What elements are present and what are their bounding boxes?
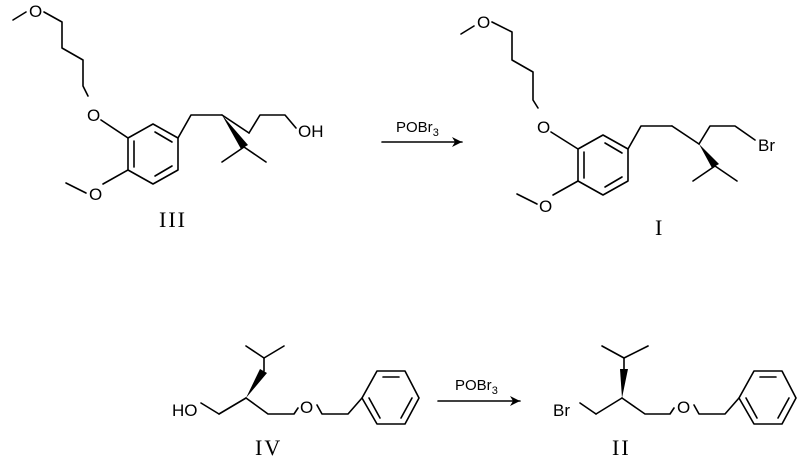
bond [65,182,87,194]
bond [361,370,420,425]
wedge-bond [620,369,628,398]
compound-II-structure [579,345,797,425]
reaction-arrow [381,137,463,147]
bond [491,21,539,109]
compound-label: I [655,215,664,240]
bond [218,397,247,415]
bond [43,11,89,97]
bond [698,125,756,145]
bond [623,345,649,359]
bond [243,146,267,163]
bond [777,397,790,419]
compound-label: III [159,207,187,232]
bond [154,165,173,177]
atom-oxygen: O [300,398,313,417]
bond [552,180,579,196]
bond [368,397,381,419]
compound-III-structure [12,11,297,194]
bond [200,402,220,415]
bond [154,131,173,143]
bond [601,345,625,359]
atom-bromine: Br [553,401,570,420]
bond [745,397,758,419]
bond [516,193,538,205]
atom-oxygen: O [677,398,690,417]
atom-oxygen: O [87,106,100,125]
bond [316,397,363,415]
compound-label: II [612,435,631,460]
bond [245,397,299,415]
bond [221,114,250,134]
compound-IV-structure [200,345,420,425]
bond [621,397,675,415]
bond [604,142,623,154]
bond [714,165,738,182]
atom-oxygen: O [89,185,102,204]
atom-hydroxyl: OH [298,122,324,141]
bond [692,165,716,182]
compound-I-structure [460,21,756,205]
bond [12,11,27,21]
bond [460,25,475,35]
compound-label: IV [255,435,282,460]
bond [579,402,597,415]
bond [671,125,700,145]
reaction-arrow [437,396,521,406]
reagent-label: POBr3 [455,377,498,397]
wedge-bond [699,144,719,168]
bond [248,114,297,134]
bond [550,131,579,150]
wedge-bond [246,369,267,398]
bond [127,123,179,185]
bond [245,345,265,359]
bond [100,119,129,139]
bond [604,176,623,188]
atom-bromine: Br [758,136,775,155]
atom-oxygen: O [539,197,552,216]
bond [177,114,223,139]
bond [221,146,245,163]
bond [102,169,129,185]
atom-oxygen: O [477,13,490,32]
atom-hydroxyl: HO [172,401,198,420]
bond [595,397,623,415]
wedge-bond [222,115,248,149]
atom-oxygen: O [29,2,42,21]
bond [627,125,673,150]
atom-oxygen: O [537,118,550,137]
reagent-label: POBr3 [396,119,439,139]
bond [693,397,740,415]
bond [400,397,413,419]
bond [577,134,629,196]
bond [738,370,797,425]
bond [263,345,285,359]
